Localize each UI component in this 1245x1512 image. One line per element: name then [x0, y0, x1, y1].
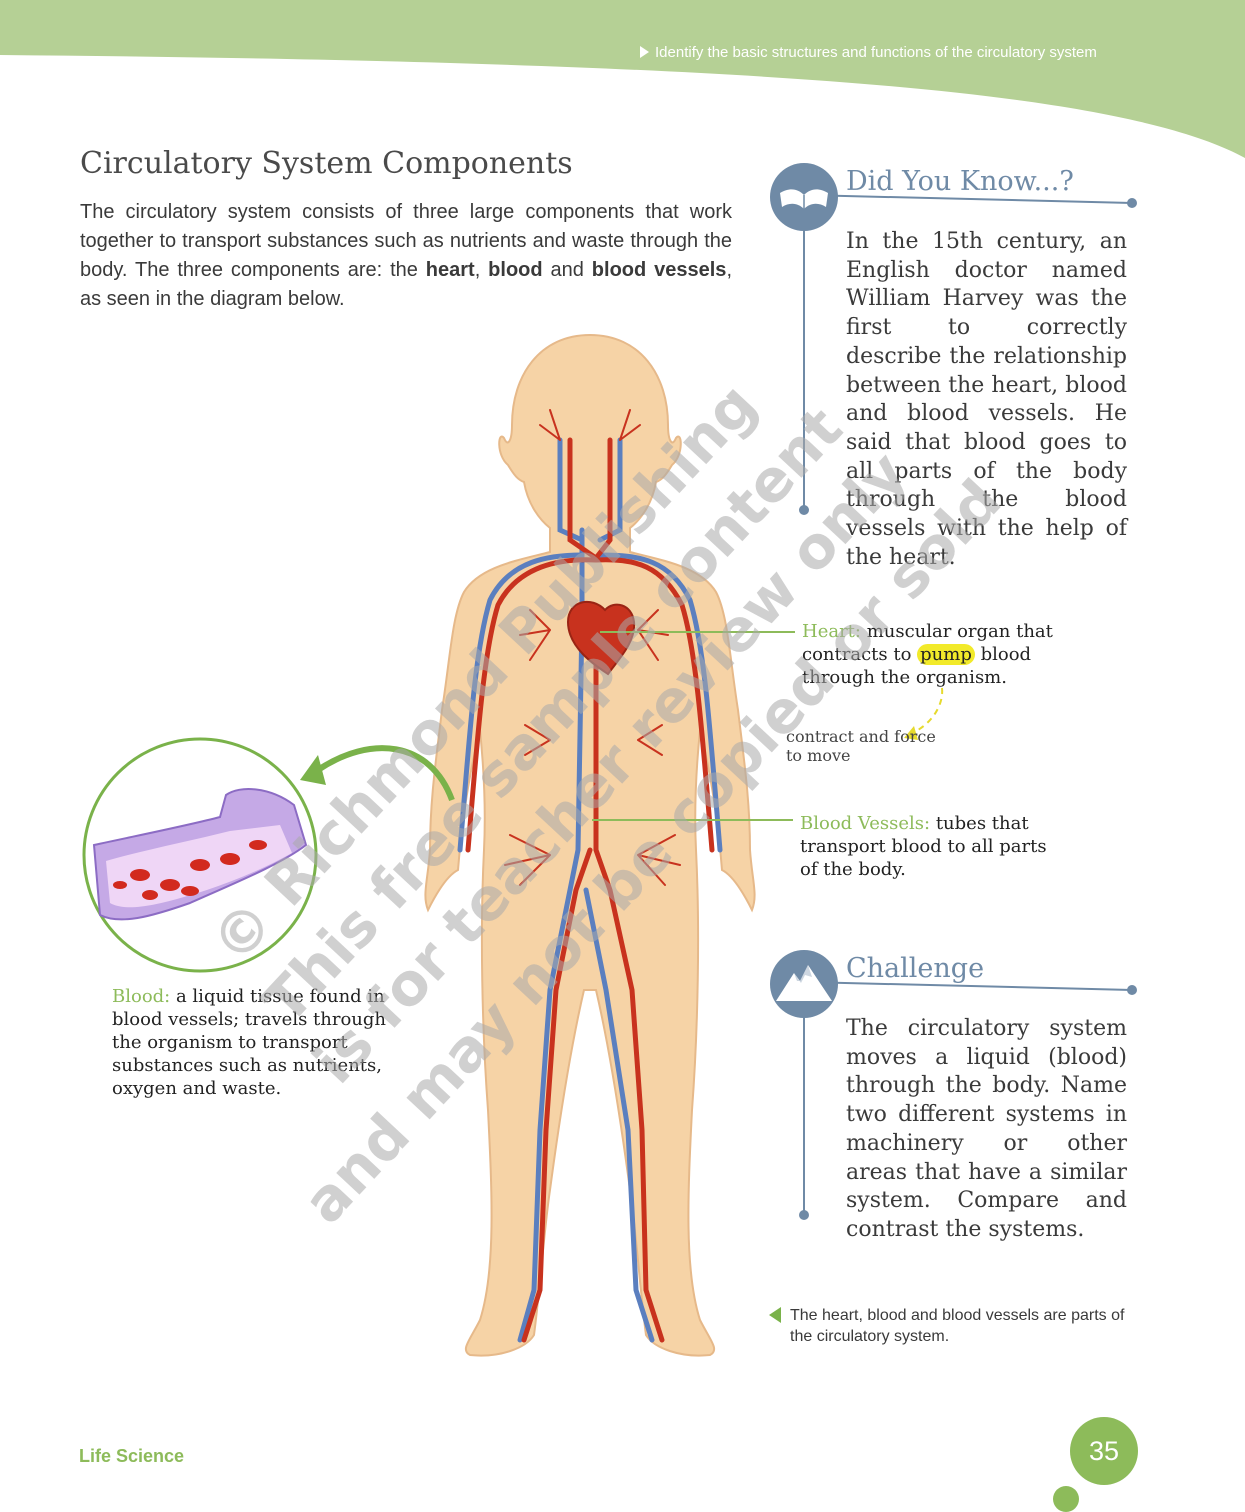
book-icon [770, 163, 838, 231]
vessels-term: Blood Vessels: [800, 813, 931, 834]
play-triangle-icon [640, 46, 649, 58]
term-heart: heart [425, 259, 475, 281]
blood-vessels-label: Blood Vessels: tubes that transport bloo… [800, 813, 1047, 880]
note-arrowhead-icon [904, 726, 918, 740]
veins [457, 437, 723, 1343]
figure-caption: The heart, blood and blood vessels are p… [790, 1307, 1125, 1345]
did-you-know-text: In the 15th century, an English doctor n… [846, 229, 1127, 570]
term-blood-vessels: blood vessels [591, 259, 727, 281]
term-blood: blood [488, 259, 543, 281]
pump-highlight: pump [917, 644, 975, 665]
footer-subject: Life Science [79, 1446, 185, 1466]
blood-curved-arrow [316, 745, 455, 802]
intro-paragraph: The circulatory system consists of three… [80, 201, 732, 310]
mountain-icon [770, 950, 838, 1018]
blood-arrowhead-icon [300, 755, 326, 785]
lesson-objective: Identify the basic structures and functi… [640, 44, 1160, 61]
dyk-rule [804, 194, 1133, 204]
heart-term: Heart: [802, 621, 861, 642]
header-band [0, 0, 1245, 158]
arteries [465, 437, 715, 1343]
challenge-text: The circulatory system moves a liquid (b… [846, 1016, 1127, 1242]
blood-vessel-closeup [82, 737, 318, 973]
page-number-dot [1053, 1486, 1079, 1512]
heart-organ [566, 601, 636, 676]
red-blood-cells [113, 840, 267, 900]
did-you-know-title: Did You Know...? [846, 166, 1074, 197]
heart-label: Heart: muscular organ that contracts to … [802, 621, 1053, 688]
circulatory-body-illustration [424, 333, 756, 1357]
handwritten-note: contract and force to move [786, 727, 936, 765]
caption-pointer-icon [769, 1307, 781, 1323]
note-dashed-arrow [909, 687, 944, 735]
section-title: Circulatory System Components [80, 146, 573, 181]
blood-label: Blood: a liquid tissue found in blood ve… [112, 986, 387, 1099]
page-number: 35 [1070, 1417, 1138, 1485]
sidebar-frames [770, 163, 1137, 1220]
blood-term: Blood: [112, 986, 171, 1007]
challenge-title: Challenge [846, 953, 985, 984]
